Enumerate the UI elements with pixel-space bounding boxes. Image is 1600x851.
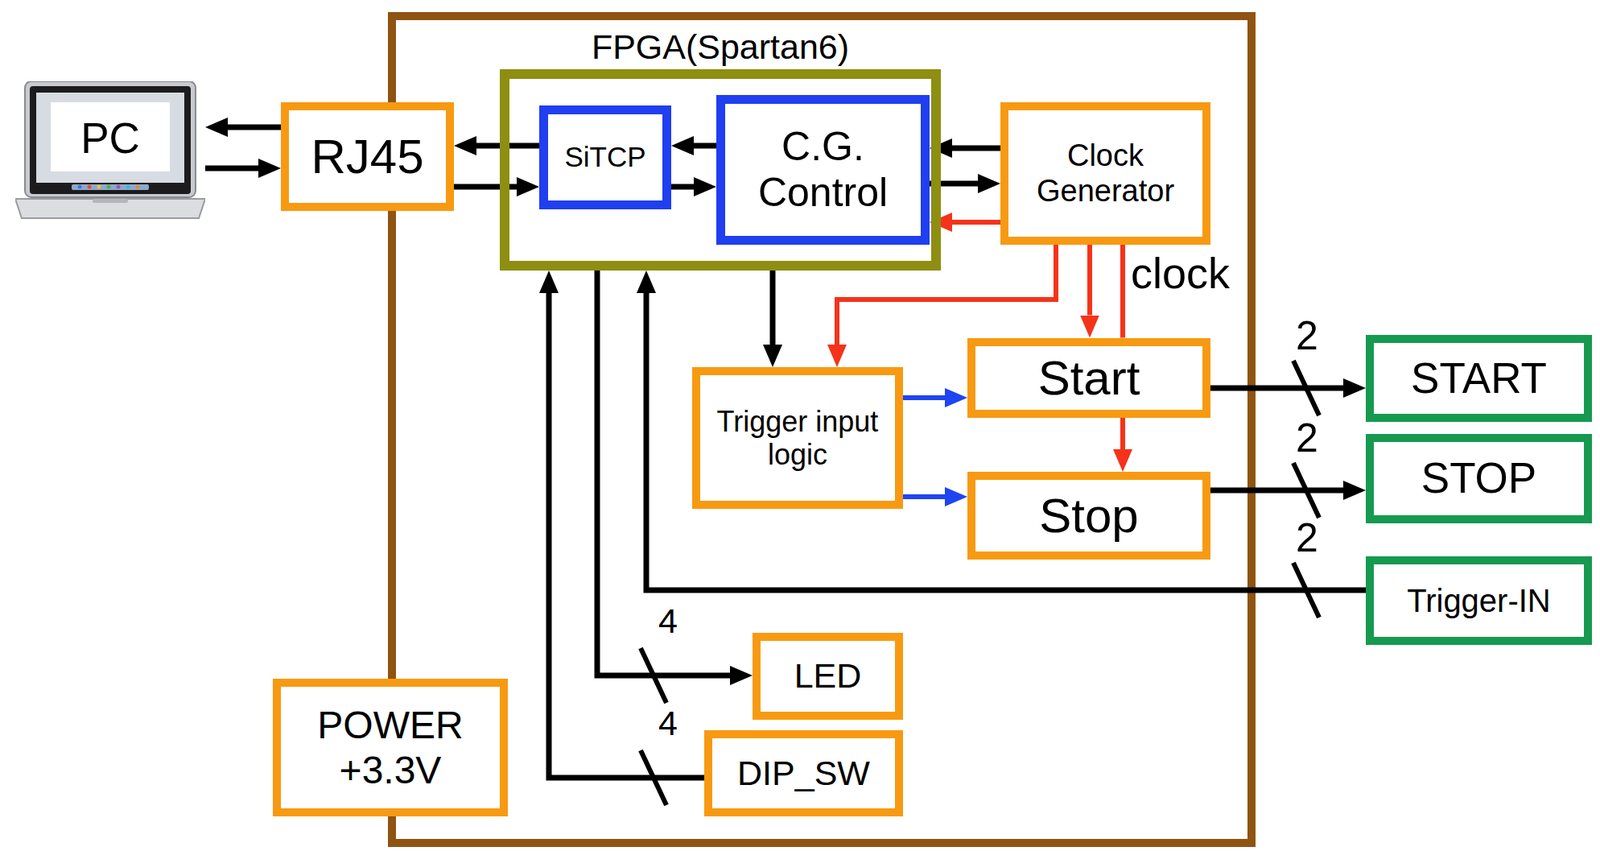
signal-line bbox=[646, 292, 1366, 590]
box-label: Trigger input logic bbox=[700, 404, 895, 472]
signal-line bbox=[548, 292, 705, 778]
clock-line bbox=[1120, 244, 1126, 339]
block-title: FPGA(Spartan6) bbox=[509, 28, 932, 66]
box-label: Start bbox=[1038, 350, 1141, 406]
signal-line bbox=[693, 143, 717, 149]
signal-line bbox=[770, 270, 776, 345]
box-label: START bbox=[1410, 354, 1547, 404]
laptop-node: PC bbox=[15, 81, 206, 220]
bus-width: 4 bbox=[658, 603, 678, 639]
output-box: STOP bbox=[1365, 433, 1592, 524]
board-border bbox=[391, 16, 1252, 843]
signal-line bbox=[952, 145, 1001, 152]
clock-line bbox=[952, 219, 1001, 225]
signal-line bbox=[1210, 487, 1344, 494]
component-box: Stop bbox=[967, 471, 1211, 560]
pc-label: PC bbox=[36, 92, 185, 183]
output-box: START bbox=[1365, 334, 1592, 422]
signal-line bbox=[227, 124, 281, 131]
signal-line bbox=[671, 184, 694, 190]
box-label: STOP bbox=[1421, 453, 1537, 504]
box-label: LED bbox=[794, 655, 862, 696]
component-box: Start bbox=[967, 338, 1211, 418]
signal-name: clock bbox=[1130, 251, 1230, 295]
input-box: Trigger-IN bbox=[1365, 556, 1592, 645]
box-label: DIP_SW bbox=[737, 753, 871, 793]
box-label: RJ45 bbox=[310, 128, 424, 185]
fpga-block: FPGA(Spartan6)SiTCPC.G. Control bbox=[499, 69, 941, 271]
component-box: DIP_SW bbox=[704, 729, 904, 817]
module-box: C.G. Control bbox=[716, 94, 930, 245]
clock-line bbox=[1087, 244, 1093, 316]
bus-width: 4 bbox=[658, 705, 678, 741]
signal-line bbox=[205, 165, 259, 172]
bus-width: 2 bbox=[1295, 417, 1319, 458]
clock-line bbox=[837, 244, 1056, 345]
trigger-line bbox=[903, 395, 945, 400]
component-box: LED bbox=[752, 632, 904, 720]
signal-line bbox=[1210, 385, 1344, 392]
module-box: SiTCP bbox=[539, 105, 672, 210]
box-label: Stop bbox=[1039, 487, 1139, 544]
box-label: C.G. Control bbox=[725, 123, 921, 217]
box-label: Clock Generator bbox=[1008, 138, 1203, 209]
clock-line bbox=[1120, 417, 1126, 450]
box-label: POWER +3.3V bbox=[280, 702, 500, 792]
bus-width: 2 bbox=[1295, 315, 1319, 356]
bus-width: 2 bbox=[1295, 517, 1319, 558]
connector-box: RJ45 bbox=[280, 102, 454, 211]
box-label: SiTCP bbox=[564, 140, 646, 174]
component-box: Clock Generator bbox=[1000, 102, 1211, 245]
trigger-line bbox=[903, 494, 945, 499]
power-box: POWER +3.3V bbox=[272, 678, 508, 817]
logic-box: Trigger input logic bbox=[692, 367, 904, 509]
box-label: Trigger-IN bbox=[1406, 581, 1551, 619]
